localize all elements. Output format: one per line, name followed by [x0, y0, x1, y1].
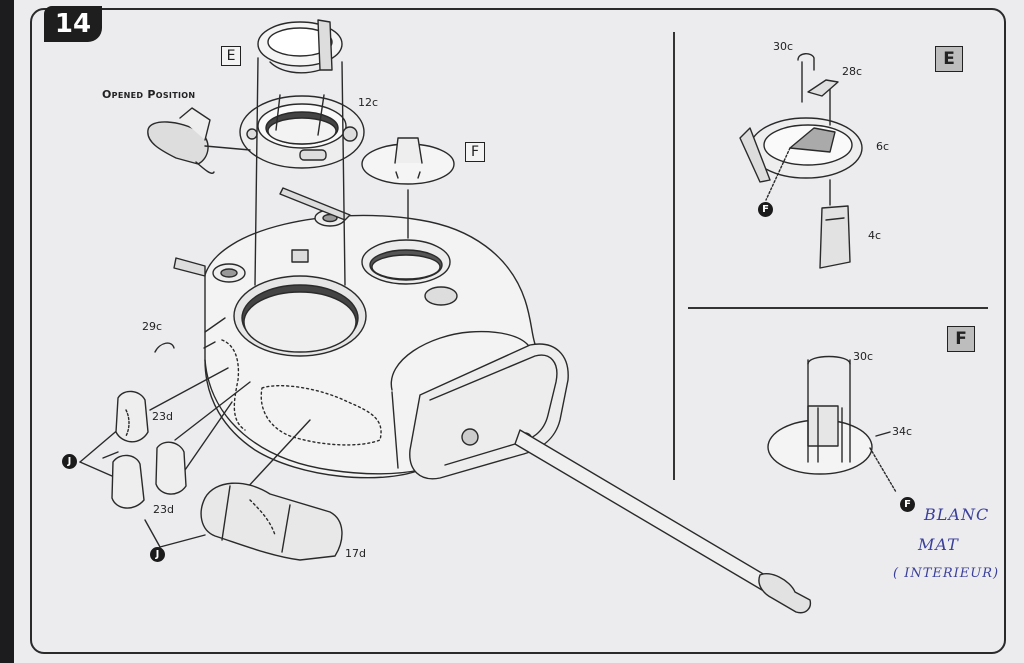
- handwritten-note-line1: BLANC: [924, 505, 990, 524]
- callout-e-main: E: [221, 46, 241, 66]
- step-frame: [30, 8, 1006, 654]
- tarp-roll-17d: [200, 482, 343, 561]
- sandbag-23d-1: [115, 390, 149, 443]
- panel-divider-horizontal: [688, 307, 988, 309]
- part-label-30c-e: 30c: [773, 40, 794, 53]
- opened-position-label: Opened Position: [102, 88, 196, 101]
- opened-hatch: [147, 121, 209, 165]
- sandbag-23d-2: [155, 441, 187, 495]
- step-number-badge: 14: [44, 6, 102, 42]
- callout-e-panel: E: [935, 46, 963, 72]
- marker-j-bottom: J: [150, 547, 165, 562]
- part-label-29c: 29c: [142, 320, 163, 333]
- handwritten-note-line3: ( INTERIEUR): [893, 566, 1000, 581]
- marker-f-panel-e: F: [758, 202, 773, 217]
- part-label-4c: 4c: [868, 229, 882, 242]
- panel-divider-vertical: [673, 32, 675, 480]
- part-label-28c: 28c: [842, 65, 863, 78]
- marker-f-panel-f: F: [900, 497, 915, 512]
- callout-f-main: F: [465, 142, 485, 162]
- part-label-6c: 6c: [876, 140, 890, 153]
- part-label-30c-f: 30c: [853, 350, 874, 363]
- part-label-12c: 12c: [358, 96, 379, 109]
- part-label-23d-bottom: 23d: [153, 503, 174, 516]
- part-label-34c: 34c: [892, 425, 913, 438]
- part-label-17d: 17d: [345, 547, 366, 560]
- callout-f-panel: F: [947, 326, 975, 352]
- handwritten-note-line2: MAT: [918, 535, 959, 554]
- marker-j-left: J: [62, 454, 77, 469]
- sandbag-23d-3: [111, 454, 145, 509]
- part-label-23d-top: 23d: [152, 410, 173, 423]
- gun-barrel: [514, 429, 771, 591]
